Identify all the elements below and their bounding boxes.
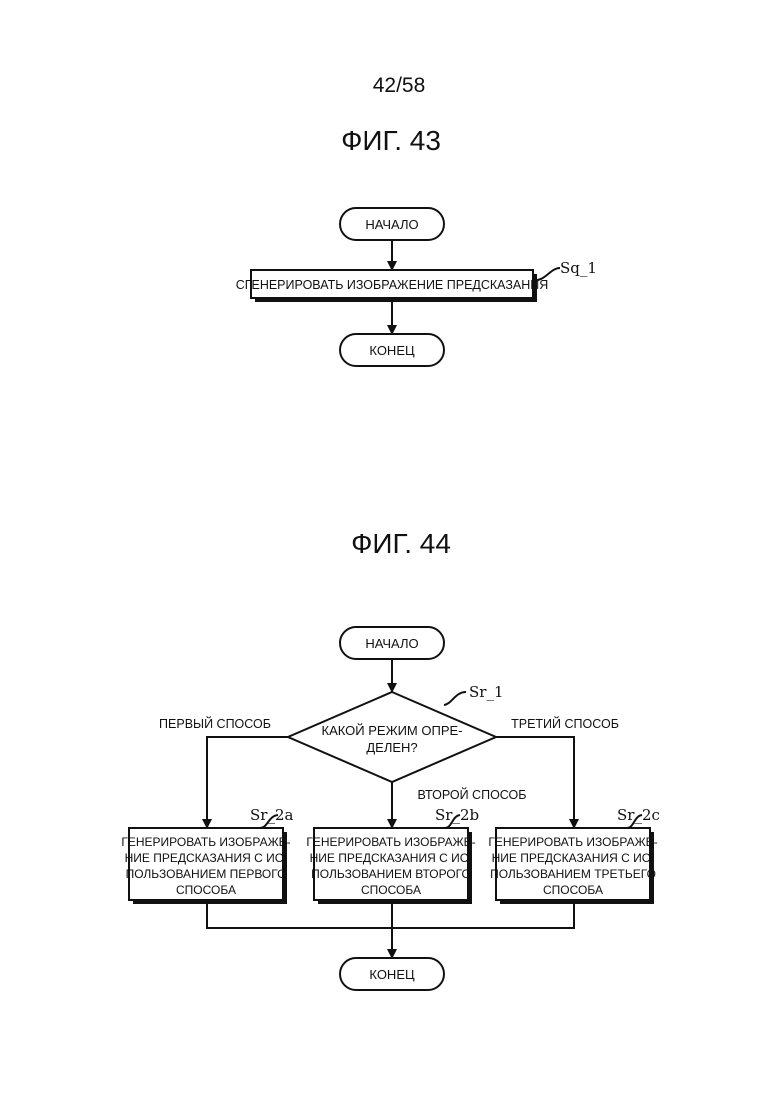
fig44-decision-line-2: ДЕЛЕН? <box>366 740 417 755</box>
fig43-end-label: КОНЕЦ <box>369 343 415 358</box>
fig44-ref-sr1: Sr_1 <box>469 683 504 701</box>
box-c-line-1: ГЕНЕРИРОВАТЬ ИЗОБРАЖЕ- <box>488 835 657 849</box>
fig44-end-terminal: КОНЕЦ <box>340 958 444 990</box>
branch-label-second: ВТОРОЙ СПОСОБ <box>418 787 527 802</box>
fig44-branch-right-line <box>496 737 574 828</box>
fig43-start-terminal: НАЧАЛО <box>340 208 444 240</box>
box-b-line-4: СПОСОБА <box>361 883 421 897</box>
box-c-line-3: ПОЛЬЗОВАНИЕМ ТРЕТЬЕГО <box>490 867 656 881</box>
page-number: 42/58 <box>373 74 426 97</box>
fig44-process-box-b: ГЕНЕРИРОВАТЬ ИЗОБРАЖЕ- НИЕ ПРЕДСКАЗАНИЯ … <box>306 828 475 904</box>
fig43-process-label: СГЕНЕРИРОВАТЬ ИЗОБРАЖЕНИЕ ПРЕДСКАЗАНИЯ <box>236 278 549 292</box>
branch-label-third: ТРЕТИЙ СПОСОБ <box>511 716 619 731</box>
box-c-line-2: НИЕ ПРЕДСКАЗАНИЯ С ИС- <box>492 851 655 865</box>
box-b-line-1: ГЕНЕРИРОВАТЬ ИЗОБРАЖЕ- <box>306 835 475 849</box>
box-a-line-1: ГЕНЕРИРОВАТЬ ИЗОБРАЖЕ- <box>121 835 290 849</box>
fig43-process-box: СГЕНЕРИРОВАТЬ ИЗОБРАЖЕНИЕ ПРЕДСКАЗАНИЯ <box>236 270 549 302</box>
fig44-start-terminal: НАЧАЛО <box>340 627 444 659</box>
ref-sr2c: Sr_2c <box>617 806 660 824</box>
fig43-title: ФИГ. 43 <box>341 125 441 156</box>
fig44-process-box-c: ГЕНЕРИРОВАТЬ ИЗОБРАЖЕ- НИЕ ПРЕДСКАЗАНИЯ … <box>488 828 657 904</box>
fig44-process-box-a: ГЕНЕРИРОВАТЬ ИЗОБРАЖЕ- НИЕ ПРЕДСКАЗАНИЯ … <box>121 828 290 904</box>
fig44-start-label: НАЧАЛО <box>365 636 418 651</box>
fig44-decision-diamond: КАКОЙ РЕЖИМ ОПРЕ- ДЕЛЕН? <box>288 692 496 782</box>
fig44-title: ФИГ. 44 <box>351 528 451 559</box>
box-a-line-4: СПОСОБА <box>176 883 236 897</box>
fig44-decision-line-1: КАКОЙ РЕЖИМ ОПРЕ- <box>322 723 463 738</box>
fig43-start-label: НАЧАЛО <box>365 217 418 232</box>
box-a-line-2: НИЕ ПРЕДСКАЗАНИЯ С ИС- <box>125 851 288 865</box>
fig44-end-label: КОНЕЦ <box>369 967 415 982</box>
box-b-line-3: ПОЛЬЗОВАНИЕМ ВТОРОГО <box>311 867 471 881</box>
fig43-end-terminal: КОНЕЦ <box>340 334 444 366</box>
box-a-line-3: ПОЛЬЗОВАНИЕМ ПЕРВОГО <box>126 867 287 881</box>
box-c-line-4: СПОСОБА <box>543 883 603 897</box>
fig44-ref-leader-sr1 <box>444 692 466 705</box>
ref-sr2b: Sr_2b <box>435 806 479 824</box>
fig44-merge-line <box>207 904 574 928</box>
branch-label-first: ПЕРВЫЙ СПОСОБ <box>159 716 271 731</box>
fig43-ref-sq1: Sq_1 <box>560 259 597 277</box>
ref-sr2a: Sr_2a <box>250 806 293 824</box>
box-b-line-2: НИЕ ПРЕДСКАЗАНИЯ С ИС- <box>310 851 473 865</box>
